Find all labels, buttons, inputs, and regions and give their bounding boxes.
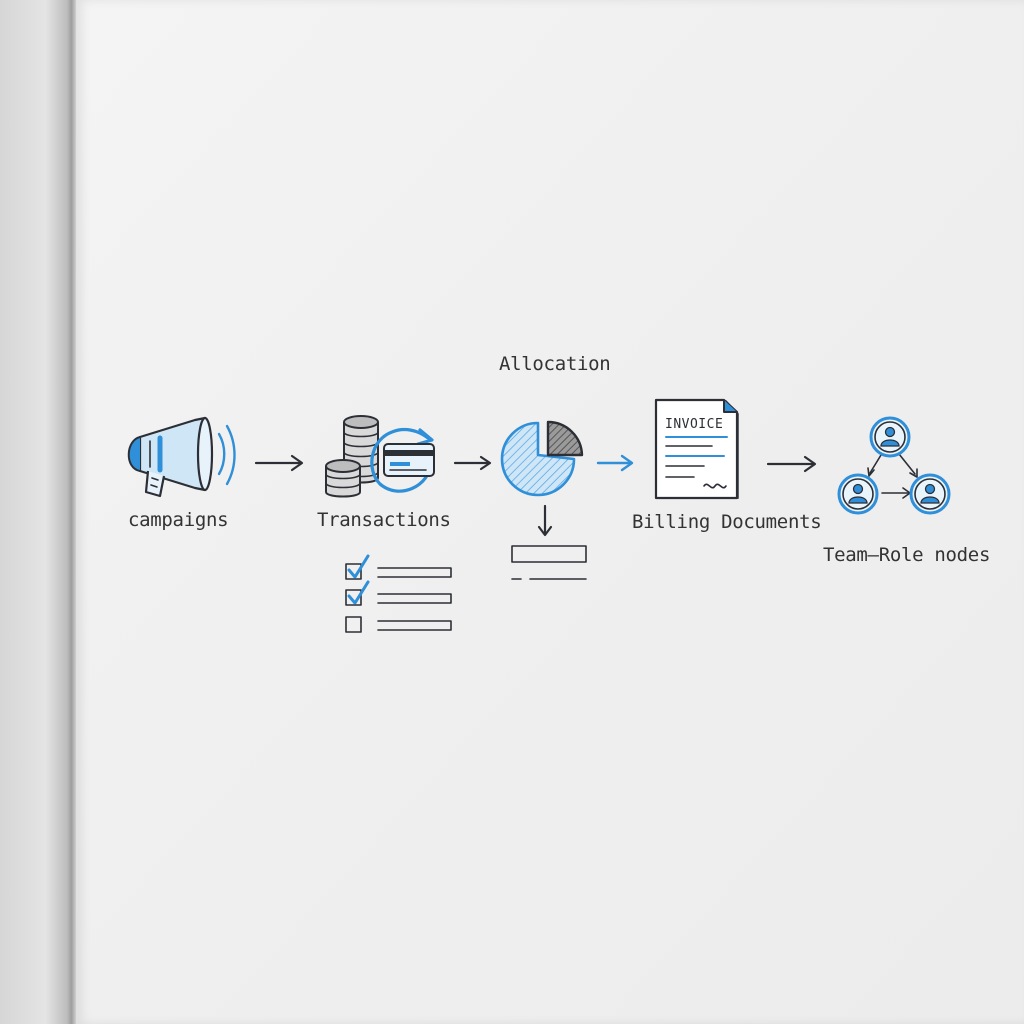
node-label-team: Team–Role nodes — [823, 544, 991, 566]
arrow-down — [537, 504, 553, 537]
arrow-billing-team — [766, 455, 817, 473]
node-label-billing: Billing Documents — [632, 511, 822, 533]
arrow-transactions-allocation — [453, 455, 492, 471]
node-label-allocation: Allocation — [499, 353, 611, 375]
node-label-transactions: Transactions — [317, 509, 451, 531]
team-network-icon — [837, 416, 951, 515]
coins-card-icon — [325, 415, 435, 498]
arrow-allocation-billing — [596, 454, 634, 472]
invoice-document-icon: INVOICE — [654, 398, 739, 500]
pie-chart-icon — [500, 420, 584, 497]
invoice-heading: INVOICE — [665, 417, 723, 432]
arrow-campaigns-transactions — [254, 454, 304, 472]
node-label-campaigns: campaigns — [128, 509, 229, 531]
notebook-spine — [0, 0, 76, 1024]
checklist-icon — [345, 554, 452, 633]
data-rows-icon — [511, 545, 587, 580]
megaphone-icon — [127, 416, 236, 498]
